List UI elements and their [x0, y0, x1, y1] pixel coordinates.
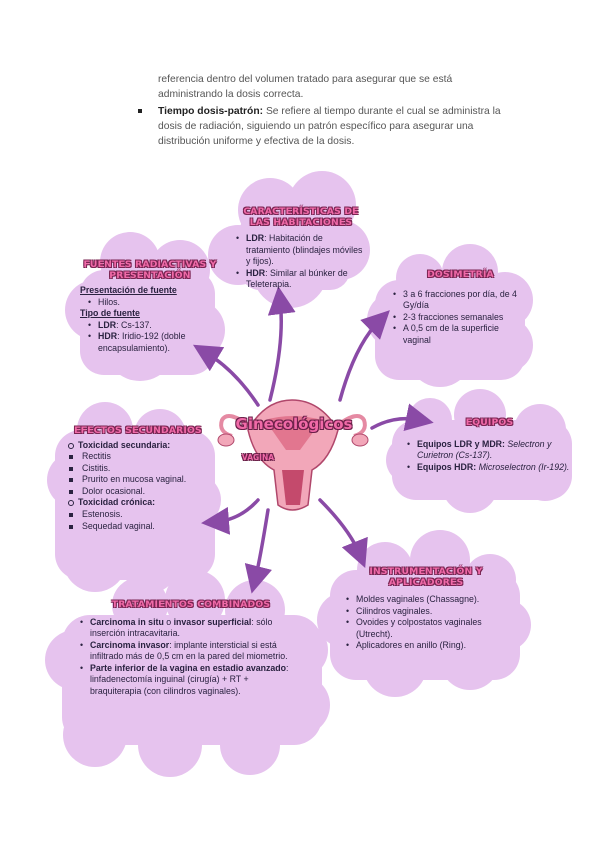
list-item: Toxicidad crónica:: [68, 497, 208, 509]
instrumentacion-title: Instrumentación y aplicadores: [369, 566, 483, 588]
instrumentacion-block: Instrumentación y aplicadores Moldes vag…: [346, 566, 506, 652]
list-item: Equipos LDR y MDR: Selectron y Curietron…: [407, 439, 572, 462]
list-item: HDR: Similar al búnker de Teleterapia.: [236, 268, 366, 291]
list-item: Prurito en mucosa vaginal.: [68, 474, 208, 486]
list-item: 3 a 6 fracciones por día, de 4 Gy/día: [393, 289, 528, 312]
list-item: Carcinoma in situ o invasor superficial:…: [80, 617, 302, 640]
arrow-caracteristicas: [267, 286, 296, 402]
list-item: Sequedad vaginal.: [68, 521, 208, 533]
arrow-tratamientos: [244, 508, 272, 594]
efectos-title: Efectos secundarios: [74, 425, 202, 436]
arrow-fuentes: [192, 344, 260, 407]
efectos-block: Efectos secundarios Toxicidad secundaria…: [68, 425, 208, 533]
presentacion-heading: Presentación de fuente: [80, 285, 177, 295]
list-item: LDR: Cs-137.: [88, 320, 220, 332]
caracteristicas-title: Características de las habitaciones: [243, 206, 359, 228]
list-item: Rectitis: [68, 451, 208, 463]
tipo-heading: Tipo de fuente: [80, 308, 140, 319]
list-item: A 0,5 cm de la superficie vaginal: [393, 323, 528, 346]
equipos-title: Equipos: [465, 417, 514, 428]
list-item: Aplicadores en anillo (Ring).: [346, 640, 506, 652]
intro-bullet-text: Se refiere al tiempo durante el cual se …: [158, 106, 501, 147]
arrow-equipos: [370, 403, 434, 431]
intro-line-2: administrando la dosis correcta.: [158, 89, 304, 100]
fuentes-block: Fuentes radiactivas y presentación Prese…: [80, 259, 220, 355]
list-item: Parte inferior de la vagina en estadio a…: [80, 663, 302, 698]
list-item: Cistitis.: [68, 463, 208, 475]
intro-bullet-term: Tiempo dosis-patrón:: [158, 106, 264, 117]
equipos-block: Equipos Equipos LDR y MDR: Selectron y C…: [407, 417, 572, 474]
list-item: Carcinoma invasor: implante intersticial…: [80, 640, 302, 663]
dosimetria-title: Dosimetría: [427, 269, 494, 280]
arrow-efectos: [201, 498, 260, 535]
list-item: Dolor ocasional.: [68, 486, 208, 498]
intro-bullet: Tiempo dosis-patrón: Se refiere al tiemp…: [138, 104, 518, 149]
tratamientos-block: Tratamientos combinados Carcinoma in sit…: [80, 599, 302, 698]
fuentes-title: Fuentes radiactivas y presentación: [83, 259, 217, 281]
dosimetria-block: Dosimetría 3 a 6 fracciones por día, de …: [393, 269, 528, 346]
intro-paragraph: referencia dentro del volumen tratado pa…: [158, 72, 518, 102]
list-item: Hilos.: [88, 297, 220, 309]
connector-arrows: [192, 286, 434, 594]
list-item: Moldes vaginales (Chassagne).: [346, 594, 506, 606]
vagina-label: VAGINA: [241, 453, 275, 462]
uterus-illustration: [217, 399, 369, 511]
cloud-efectos: [47, 402, 221, 593]
square-bullet-icon: [138, 109, 142, 113]
list-item: Toxicidad secundaria:: [68, 440, 208, 452]
list-item: LDR: Habitación de tratamiento (blindaje…: [236, 233, 366, 268]
list-item: Estenosis.: [68, 509, 208, 521]
arrow-dosimetria: [338, 310, 390, 402]
center-title: Ginecológicos: [235, 415, 353, 433]
list-item: 2-3 fracciones semanales: [393, 312, 528, 324]
list-item: Equipos HDR: Microselectron (Ir-192).: [407, 462, 572, 474]
caracteristicas-block: Características de las habitaciones LDR:…: [236, 206, 366, 291]
list-item: Ovoides y colpostatos vaginales (Utrecht…: [346, 617, 506, 640]
intro-line-1: referencia dentro del volumen tratado pa…: [158, 74, 453, 85]
arrow-instrumentacion: [318, 498, 368, 568]
list-item: Cilindros vaginales.: [346, 606, 506, 618]
tratamientos-title: Tratamientos combinados: [111, 599, 271, 610]
list-item: HDR: Iridio-192 (doble encapsulamiento).: [88, 331, 220, 354]
